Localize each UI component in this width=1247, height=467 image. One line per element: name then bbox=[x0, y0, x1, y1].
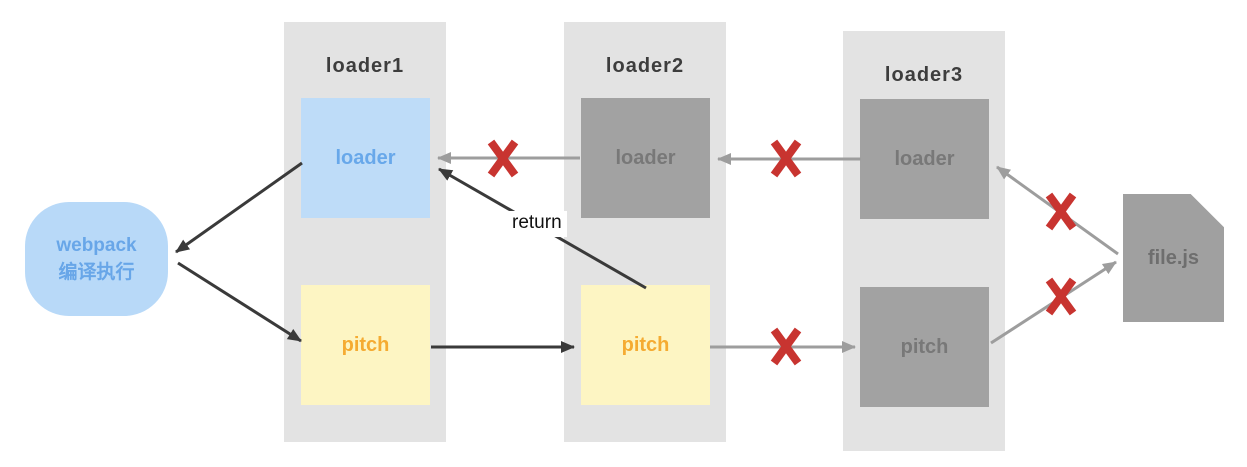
loader3-title: loader3 bbox=[884, 64, 964, 86]
loader1-column: loader1 loader pitch bbox=[284, 22, 446, 442]
loader3-pitch-label: pitch bbox=[900, 335, 949, 358]
webpack-node-label-line2: 编译执行 bbox=[58, 262, 135, 283]
loader1-pitch-label: pitch bbox=[341, 333, 390, 356]
skip-x-icon-pitch2-pitch3 bbox=[770, 327, 802, 366]
webpack-node: webpack 编译执行 bbox=[25, 202, 168, 316]
arrow-webpack-to-pitch1 bbox=[177, 261, 302, 343]
arrow-pitch3-to-file-skipped bbox=[990, 260, 1117, 345]
loader3-pitch-box: pitch bbox=[860, 287, 989, 407]
file-js-node: file.js bbox=[1123, 194, 1224, 322]
loader1-title: loader1 bbox=[325, 55, 405, 77]
return-arrow-label: return bbox=[507, 211, 567, 237]
loader3-loader-box: loader bbox=[860, 99, 989, 219]
skip-x-icon-loader3-loader2 bbox=[770, 139, 802, 178]
loader1-loader-box: loader bbox=[301, 98, 430, 218]
loader2-column: loader2 loader pitch bbox=[564, 22, 726, 442]
skip-x-icon-pitch3-file bbox=[1045, 277, 1077, 316]
loader3-loader-label: loader bbox=[894, 147, 955, 170]
loader1-pitch-box: pitch bbox=[301, 285, 430, 405]
skip-x-icon-loader2-loader1 bbox=[487, 139, 519, 178]
loader2-loader-label: loader bbox=[615, 146, 676, 169]
skip-x-icon-file-loader3 bbox=[1045, 192, 1077, 231]
webpack-node-label-line1: webpack bbox=[56, 235, 137, 256]
loader1-loader-label: loader bbox=[335, 146, 396, 169]
loader2-pitch-box: pitch bbox=[581, 285, 710, 405]
file-js-label: file.js bbox=[1147, 246, 1200, 269]
loader2-title: loader2 bbox=[605, 55, 685, 77]
loader2-loader-box: loader bbox=[581, 98, 710, 218]
loader2-pitch-label: pitch bbox=[621, 333, 670, 356]
arrow-file-to-loader3-skipped bbox=[996, 165, 1119, 256]
loader3-column: loader3 loader pitch bbox=[843, 31, 1005, 451]
